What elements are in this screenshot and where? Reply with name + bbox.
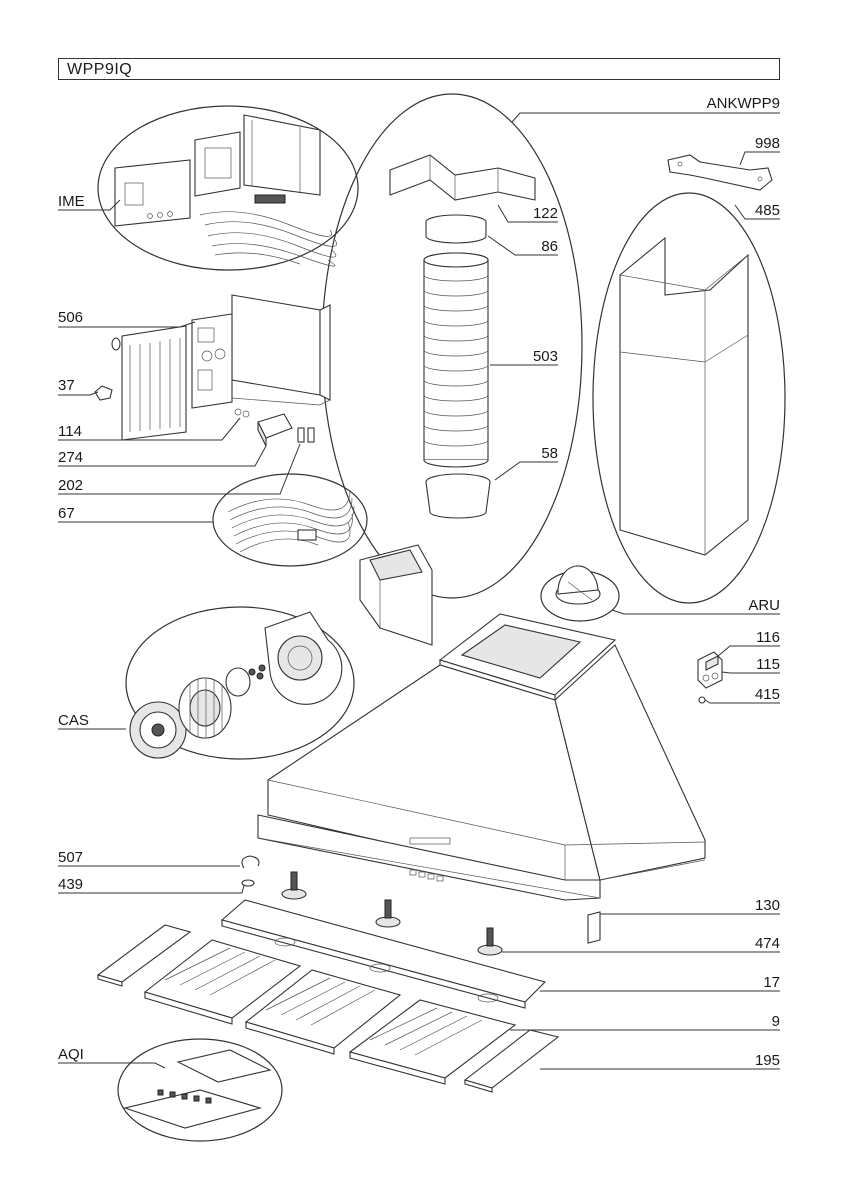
label-130: 130 [755, 897, 780, 914]
label-202: 202 [58, 477, 83, 494]
label-485: 485 [755, 202, 780, 219]
part-485-housing [620, 238, 748, 555]
lamp-cable-parts [242, 856, 259, 886]
cable-set-parts [228, 490, 354, 552]
label-86: 86 [541, 238, 558, 255]
part-130-front-trim [588, 912, 600, 943]
label-116: 116 [756, 629, 780, 646]
label-115: 115 [756, 656, 780, 673]
label-122: 122 [533, 205, 558, 222]
label-114: 114 [58, 423, 82, 440]
cas-parts [130, 612, 342, 758]
motor-bracket [360, 545, 432, 645]
label-503: 503 [533, 348, 558, 365]
label-507: 507 [58, 849, 83, 866]
ankwpp9-parts [390, 155, 535, 518]
cable-group-ellipse [213, 474, 367, 566]
label-9: 9 [772, 1013, 780, 1030]
label-439: 439 [58, 876, 83, 893]
label-274: 274 [58, 449, 83, 466]
terminal-block-parts [698, 652, 722, 703]
label-415: 415 [755, 686, 780, 703]
label-998: 998 [755, 135, 780, 152]
label-cas: CAS [58, 712, 89, 729]
label-aru: ARU [748, 597, 780, 614]
label-aqi: AQI [58, 1046, 84, 1063]
label-195: 195 [755, 1052, 780, 1069]
label-ankwpp9: ANKWPP9 [707, 95, 780, 112]
label-37: 37 [58, 377, 75, 394]
ime-parts [115, 115, 337, 266]
aru-part [556, 566, 600, 604]
label-67: 67 [58, 505, 75, 522]
label-ime: IME [58, 193, 85, 210]
label-17: 17 [763, 974, 780, 991]
control-unit-parts [95, 295, 330, 446]
label-474: 474 [755, 935, 780, 952]
label-58: 58 [541, 445, 558, 462]
aqi-parts [125, 1050, 270, 1128]
label-506: 506 [58, 309, 83, 326]
part-998-bracket [668, 155, 772, 190]
